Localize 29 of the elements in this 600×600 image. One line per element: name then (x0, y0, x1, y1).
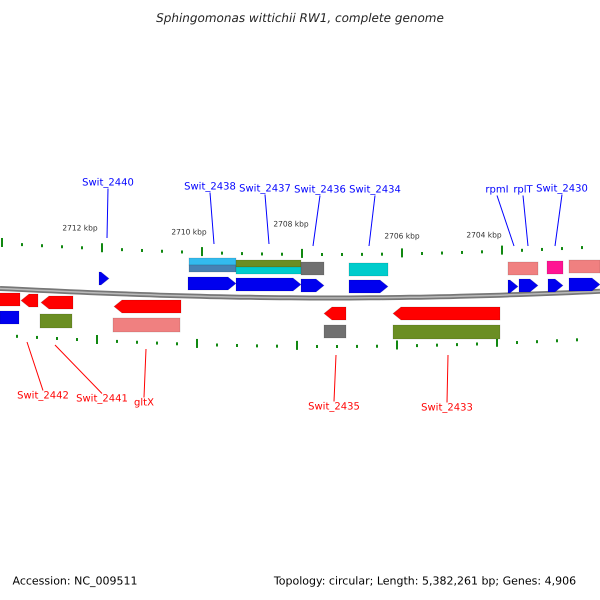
leader-line (210, 192, 214, 244)
gene-label: Swit_2435 (308, 402, 360, 412)
leader-line (106, 188, 108, 238)
leader-line (26, 342, 44, 391)
genome-stats-text: Topology: circular; Length: 5,382,261 bp; Genes: 4,906 (274, 574, 576, 588)
leader-line (312, 195, 320, 246)
gene-label: rpmI (485, 184, 509, 196)
gene-label: gltX (134, 398, 154, 408)
gene-label: Swit_2436 (294, 184, 346, 196)
leader-line (334, 354, 336, 402)
leader-line (54, 344, 102, 394)
accession-text: Accession: NC_009511 (12, 574, 138, 588)
leader-line (496, 195, 514, 246)
leader-line (368, 195, 376, 246)
leader-line (446, 354, 448, 403)
leader-line (264, 194, 270, 244)
gene-label: Swit_2438 (184, 182, 236, 192)
leader-line (144, 348, 146, 398)
gene-label: Swit_2441 (76, 394, 128, 404)
gene-label: Swit_2434 (349, 184, 401, 196)
gene-label: Swit_2430 (536, 184, 588, 194)
gene-label: Swit_2437 (239, 184, 291, 194)
title: Sphingomonas wittichii RW1, complete genome (156, 11, 444, 25)
gene-label: Swit_2433 (421, 402, 473, 414)
gene-label: Swit_2442 (17, 390, 69, 402)
leader-line (554, 194, 562, 246)
gene-label: Swit_2440 (82, 178, 134, 188)
leader-line (522, 195, 528, 246)
gene-label: rplT (513, 184, 533, 196)
